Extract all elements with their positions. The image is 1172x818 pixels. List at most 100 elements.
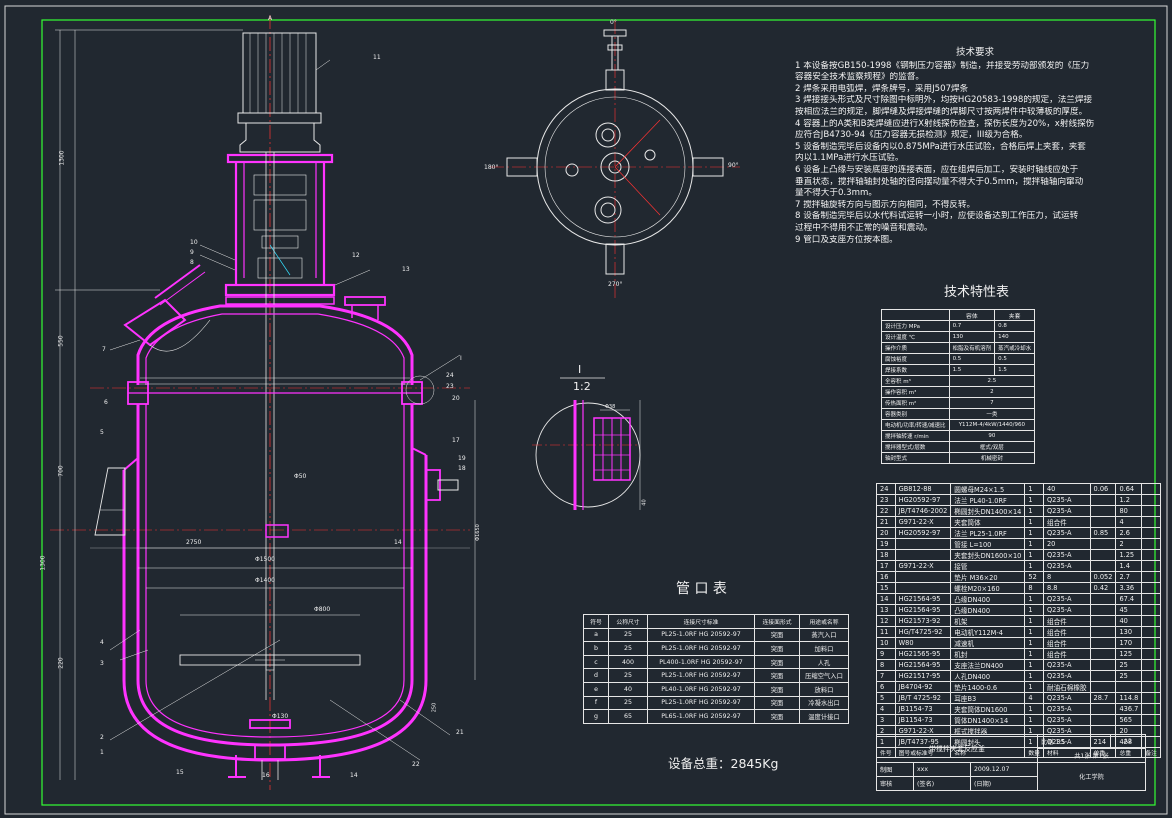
dim-shaft: Φ50 — [294, 473, 307, 480]
table-cell: 1 — [1024, 604, 1044, 616]
technical-requirements: 技术要求 1 本设备按GB150-1998《钢制压力容器》制造，并接受劳动部颁发… — [795, 47, 1155, 246]
table-cell: 5 — [876, 692, 896, 704]
table-cell: 1 — [1024, 494, 1044, 506]
table-cell: g — [583, 709, 609, 724]
table-cell: HG20592-97 — [894, 494, 952, 506]
table-cell — [1089, 670, 1117, 682]
table-cell: 轴封型式 — [881, 452, 950, 464]
table-cell: 12 — [876, 615, 896, 627]
table-cell: 耐油石棉橡胶 — [1042, 681, 1091, 693]
table-cell: 3.36 — [1115, 582, 1143, 594]
table-cell: Q235-A — [1042, 527, 1091, 539]
table-cell: 436.7 — [1115, 703, 1143, 715]
table-cell: Q235-A — [1042, 593, 1091, 605]
dim-shell-id: Φ1400 — [255, 577, 275, 584]
table-cell: 符号 — [583, 614, 609, 629]
table-cell — [1089, 626, 1117, 638]
part-label: 6 — [104, 399, 108, 406]
table-cell: 突面 — [754, 668, 800, 683]
table-cell — [1089, 593, 1117, 605]
table-cell: 1.2 — [1115, 494, 1143, 506]
table-cell — [881, 309, 950, 321]
table-cell: 2 — [948, 386, 1036, 398]
drawn-label: 制图 — [876, 762, 914, 777]
vessel-section-view — [50, 15, 476, 790]
dim-shell-od: Φ1500 — [255, 556, 275, 563]
requirement-line: 过程中不得用不正常的噪音和震动。 — [795, 222, 933, 233]
table-cell: 11 — [876, 626, 896, 638]
table-cell: 67.4 — [1115, 593, 1143, 605]
requirement-line: 垂直状态，搅拌轴轴封处轴的径向摆动量不得大于0.5mm，搅拌轴轴向窜动 — [795, 176, 1084, 187]
requirement-line: 5 设备制造完毕后设备内以0.875MPa进行水压试验，合格后焊上夹套，夹套 — [795, 141, 1086, 152]
table-cell — [1089, 714, 1117, 726]
table-cell: 机架 — [950, 615, 1026, 627]
table-cell: 2.7 — [1115, 571, 1143, 583]
table-cell: b — [583, 641, 609, 656]
table-cell: 1 — [1024, 637, 1044, 649]
table-cell: 140 — [994, 331, 1036, 343]
table-cell — [1141, 604, 1161, 616]
dim-height-top: 1300 — [58, 150, 66, 166]
part-label: 18 — [458, 465, 466, 472]
table-row: 搅拌器型式/层数框式/双层 — [881, 441, 1036, 453]
dim-detail-a: Φ38 — [605, 404, 616, 410]
table-cell: PL25-1.0RF HG 20592-97 — [647, 695, 755, 711]
table-cell: 0.7 — [948, 320, 996, 332]
table-row: 制图 xxx 2009.12.07 化工学院 — [876, 762, 1146, 791]
table-cell: 10 — [876, 637, 896, 649]
table-cell: 支座法兰DN400 — [950, 659, 1026, 671]
angle-90-label: 90° — [728, 162, 739, 169]
table-cell: 1 — [1024, 670, 1044, 682]
table-cell: 65 — [608, 709, 648, 724]
table-cell: 人孔 — [799, 654, 849, 670]
requirement-line: 量不得大于0.3mm。 — [795, 188, 877, 199]
table-row: 容器类别一类 — [881, 408, 1036, 420]
table-cell: 52 — [1024, 571, 1044, 583]
table-cell — [1141, 714, 1161, 726]
date-label: (日期) — [970, 776, 1038, 791]
table-cell: 14 — [876, 593, 896, 605]
part-label: 14 — [350, 772, 358, 779]
part-label: 19 — [458, 455, 466, 462]
table-cell: 8 — [876, 659, 896, 671]
table-cell: 0.052 — [1089, 571, 1117, 583]
table-cell: HG21565-95 — [894, 648, 952, 660]
total-weight: 设备总重：2845Kg — [668, 756, 779, 771]
table-cell: 1 — [1024, 516, 1044, 528]
dim-detail-b: 40 — [641, 499, 648, 506]
table-cell: 1.5 — [948, 364, 996, 376]
table-cell — [1141, 516, 1161, 528]
technical-requirements-title: 技术要求 — [955, 47, 994, 58]
table-cell: 4 — [1115, 516, 1143, 528]
requirement-line: 按相应法兰的规定，脚焊缝及焊接焊缝的焊脚尺寸按两焊件中较薄板的厚度。 — [795, 106, 1088, 117]
table-cell: 19 — [876, 538, 896, 550]
drawn-by: xxx — [913, 762, 971, 777]
scale: 比例 1:5 — [1037, 734, 1111, 749]
table-cell: 0.06 — [1089, 483, 1117, 495]
table-cell: HG21564-95 — [894, 659, 952, 671]
table-cell: 1.4 — [1115, 560, 1143, 572]
table-cell: G971-22-X — [894, 516, 952, 528]
table-cell: 22 — [876, 505, 896, 517]
table-cell: G971-22-X — [894, 560, 952, 572]
table-cell: 8.8 — [1042, 582, 1091, 594]
table-cell — [1089, 659, 1117, 671]
table-cell — [1141, 681, 1161, 693]
spec-table-title: 技术特性表 — [944, 285, 1010, 300]
dim-outlet: Φ130 — [272, 713, 289, 720]
table-cell: 25 — [1115, 670, 1143, 682]
table-cell: f — [583, 695, 609, 711]
table-cell: 加料口 — [799, 641, 849, 656]
table-cell: 框式/双层 — [948, 441, 1036, 453]
table-cell: 组合件 — [1042, 615, 1091, 627]
table-cell: Q235-A — [1042, 549, 1091, 561]
table-cell: 2.6 — [1115, 527, 1143, 539]
